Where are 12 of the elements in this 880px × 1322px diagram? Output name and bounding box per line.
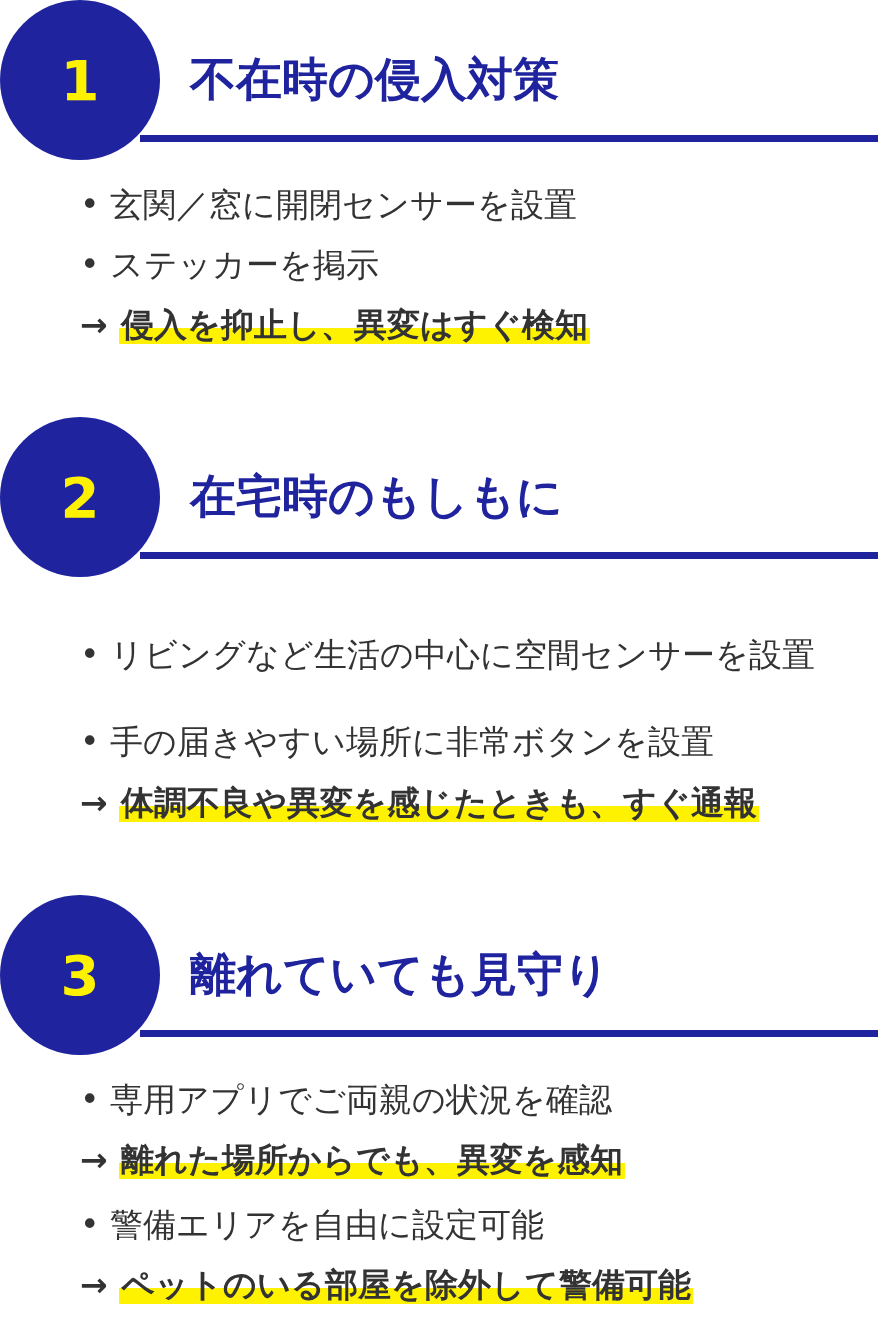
number-circle: 1 [0,0,160,160]
bullet-text: • ステッカーを掲示 [80,244,380,286]
section-heading: 離れていても見守り [190,946,610,1003]
number-circle: 2 [0,417,160,577]
bullet-text: • 専用アプリでご両親の状況を確認 [80,1079,613,1121]
bullet-text: • 警備エリアを自由に設定可能 [80,1204,545,1246]
number-circle: 3 [0,895,160,1055]
bullet-text: • 手の届きやすい場所に非常ボタンを設置 [80,721,715,763]
section-heading: 不在時の侵入対策 [190,51,559,108]
bullet-text: • 玄関／窓に開閉センサーを設置 [80,184,578,226]
bullet-text: • リビングなど生活の中心に空間センサーを設置 [80,634,816,676]
section-heading: 在宅時のもしもに [190,468,563,525]
